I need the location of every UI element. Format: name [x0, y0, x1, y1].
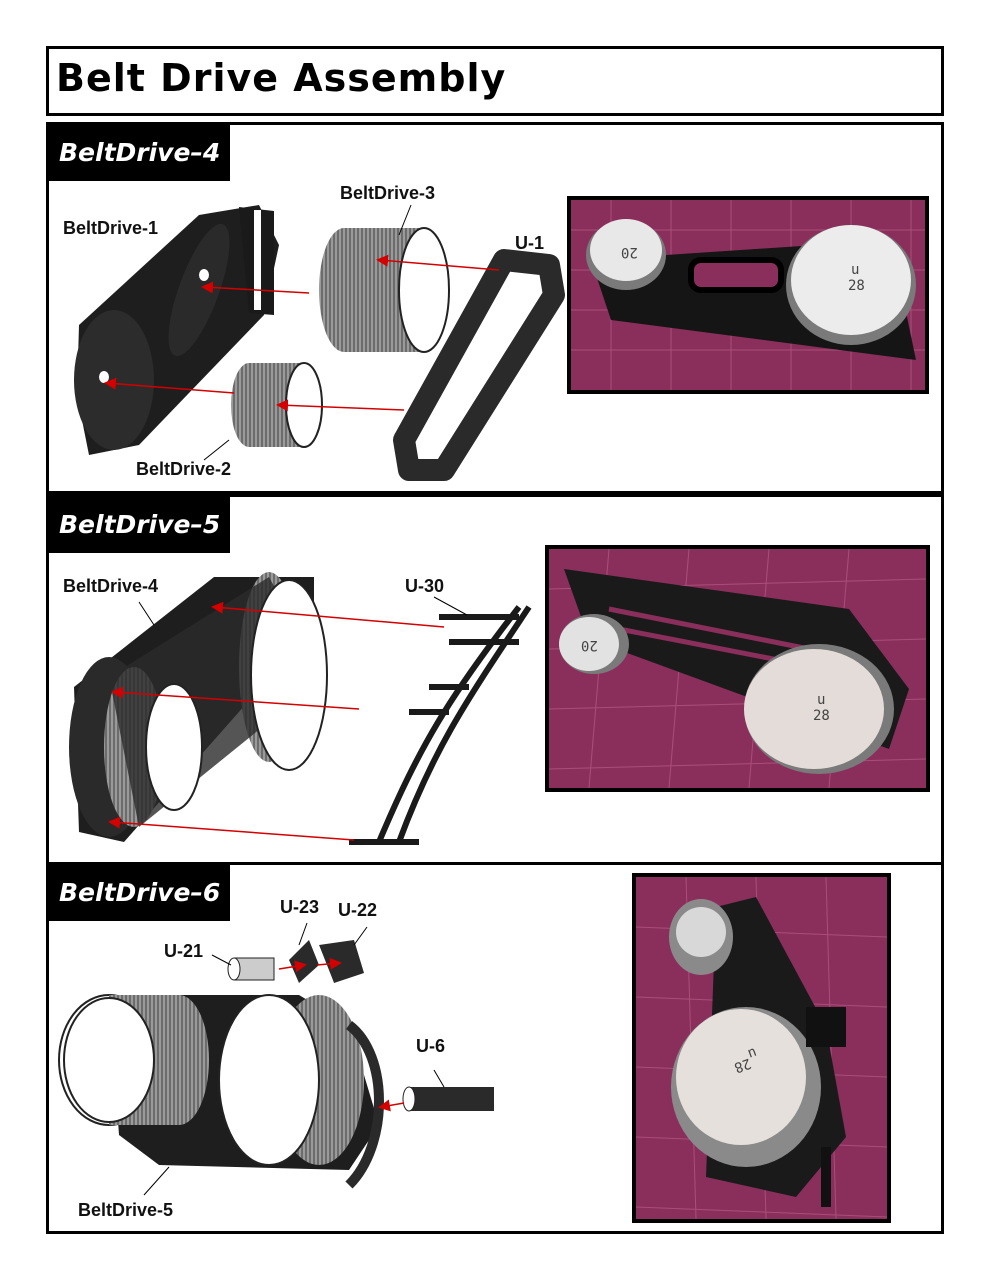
assembly-arrow	[201, 281, 310, 294]
assembly-arrow	[276, 399, 405, 412]
part-beltdrive-2	[231, 362, 323, 448]
label-u-30: U-30	[405, 576, 445, 596]
diagram-beltdrive-4	[74, 204, 565, 481]
photo-step-beltdrive-4: 20 u 28	[567, 196, 929, 394]
assembly-arrow	[211, 601, 445, 628]
part-beltdrive-5	[58, 994, 384, 1189]
label-beltdrive-2: BeltDrive-2	[136, 459, 232, 479]
photo-text: u	[817, 692, 826, 708]
step-tab-beltdrive-6: BeltDrive–6	[49, 865, 231, 921]
assembly-arrow	[278, 960, 307, 973]
part-u-21	[227, 957, 275, 981]
assembly-arrow	[108, 816, 355, 841]
part-beltdrive-4	[69, 572, 328, 842]
assembly-arrow	[111, 686, 360, 710]
diagram-beltdrive-5	[69, 572, 532, 845]
page-title: Belt Drive Assembly	[56, 56, 507, 100]
photo-text: u	[851, 262, 860, 278]
label-beltdrive-1: BeltDrive-1	[63, 218, 159, 238]
label-beltdrive-4: BeltDrive-4	[63, 576, 159, 596]
photo-text: 28	[813, 708, 830, 724]
label-u-6: U-6	[416, 1036, 446, 1056]
label-u-1: U-1	[515, 233, 545, 253]
label-beltdrive-3: BeltDrive-3	[340, 183, 436, 203]
part-u-30	[349, 605, 532, 845]
label-u-23: U-23	[280, 897, 320, 917]
photo-step-beltdrive-6: u 28	[632, 873, 891, 1223]
assembly-arrow	[316, 957, 342, 970]
photo-text: 20	[621, 244, 638, 260]
part-beltdrive-1	[74, 205, 279, 455]
part-u-23	[289, 940, 319, 983]
part-u-6	[402, 1086, 494, 1112]
diagram-beltdrive-6	[58, 922, 494, 1196]
step-tab-beltdrive-4: BeltDrive–4	[49, 125, 231, 181]
step-tab-beltdrive-5: BeltDrive–5	[49, 497, 231, 553]
label-u-21: U-21	[164, 941, 204, 961]
assembly-arrow	[378, 1099, 405, 1112]
part-u-22	[319, 940, 364, 983]
photo-text: 28	[848, 278, 865, 294]
assembly-arrow	[104, 377, 235, 394]
label-u-22: U-22	[338, 900, 378, 920]
label-beltdrive-5: BeltDrive-5	[78, 1200, 174, 1220]
assembly-arrow	[376, 254, 500, 271]
photo-step-beltdrive-5: 20 u 28	[545, 545, 930, 792]
part-beltdrive-3	[319, 227, 450, 353]
title-frame	[46, 46, 944, 116]
photo-text: 20	[581, 637, 598, 653]
part-u-1	[393, 249, 565, 481]
